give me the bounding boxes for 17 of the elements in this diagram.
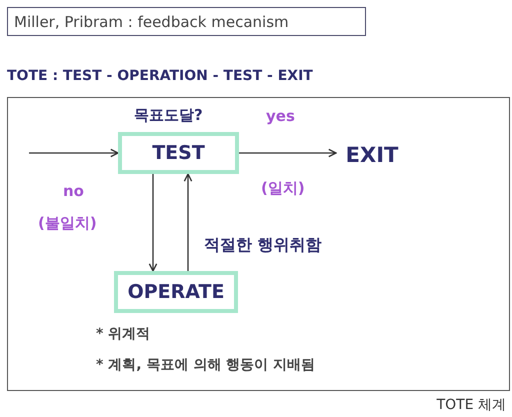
note: * 계획, 목표에 의해 행동이 지배됨 [96,356,316,374]
caption: TOTE 체계 [436,396,506,414]
process-box: TEST [118,132,239,174]
note: * 위계적 [96,325,150,343]
exit-text: EXIT [336,139,408,171]
arrow [148,174,158,272]
subtitle: TOTE : TEST - OPERATION - TEST - EXIT [7,68,313,84]
arrow [184,173,192,271]
title-box: Miller, Pribram : feedback mecanism [7,7,366,36]
arrow [239,148,337,158]
panel-frame [7,97,510,391]
match-note: (일치) [261,179,305,198]
edge-label: 적절한 행위취함 [204,235,322,256]
process-box: OPERATE [114,271,238,313]
match-note: (불일치) [38,214,97,233]
node-caption: 목표도달? [134,106,203,125]
arrow [29,148,119,158]
